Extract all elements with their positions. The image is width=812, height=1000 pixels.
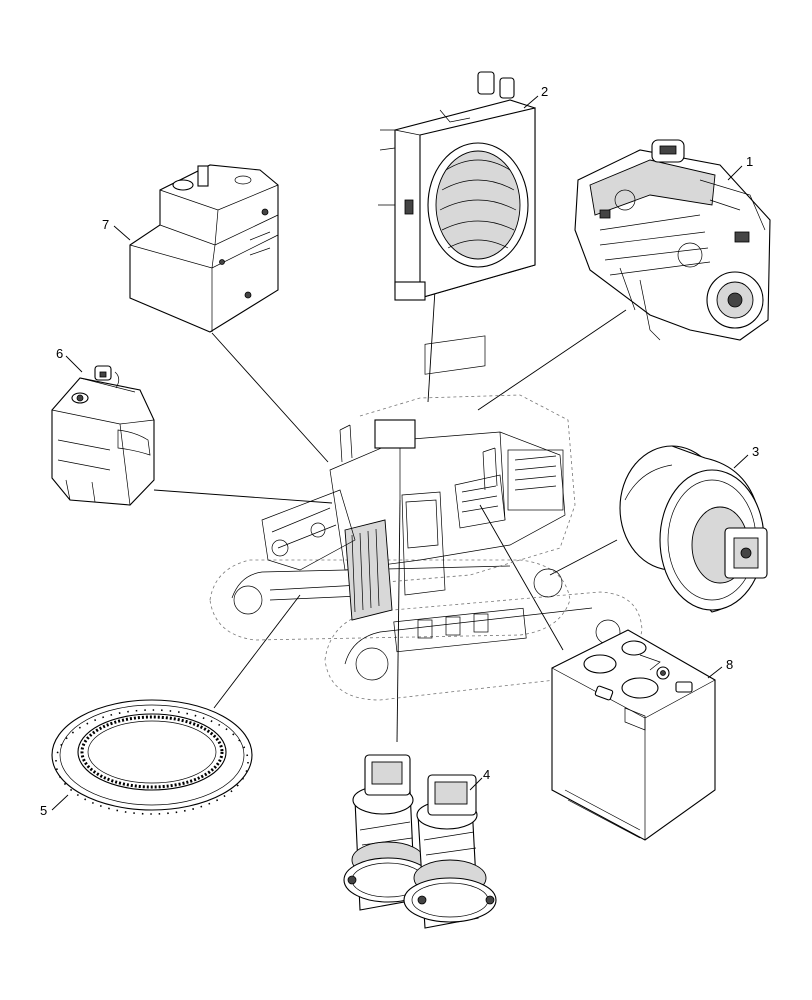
callout-2: 2 <box>541 84 548 99</box>
callout-6: 6 <box>56 346 63 361</box>
excavator-base-machine <box>209 335 643 701</box>
callout-4: 4 <box>483 767 490 782</box>
hydraulic-tank-assembly <box>129 164 279 333</box>
callouts: 1 2 3 4 5 6 7 8 <box>40 84 759 818</box>
callout-3: 3 <box>752 444 759 459</box>
callout-1: 1 <box>746 154 753 169</box>
def-tank-assembly <box>51 365 155 506</box>
engine-assembly <box>574 139 771 341</box>
travel-motor-assembly <box>619 445 768 613</box>
callout-7: 7 <box>102 217 109 232</box>
leader-lines <box>153 289 627 743</box>
fuel-tank-assembly <box>551 629 716 841</box>
swing-drives-assembly <box>343 754 497 929</box>
radiator-assembly <box>378 71 536 301</box>
callout-8: 8 <box>726 657 733 672</box>
callout-5: 5 <box>40 803 47 818</box>
swing-bearing-ring <box>51 699 253 815</box>
